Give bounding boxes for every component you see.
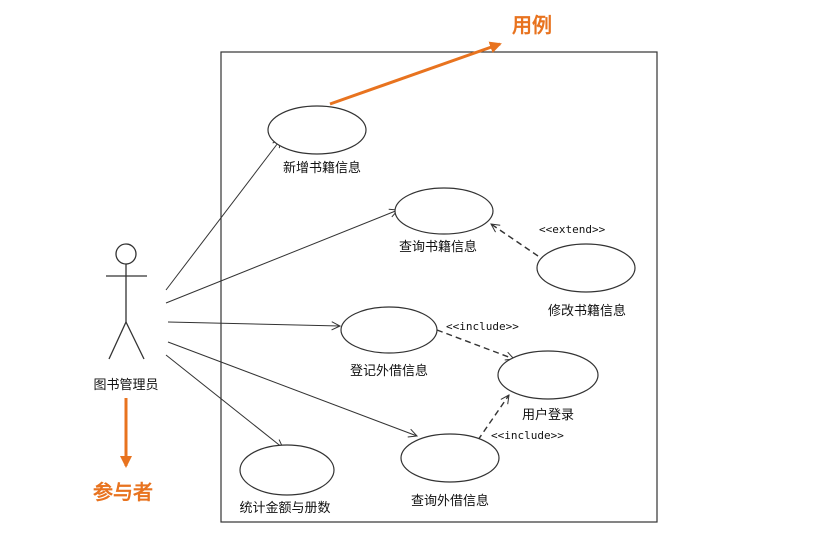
use-case-label-register-loan: 登记外借信息	[350, 363, 428, 379]
use-case-user-login	[497, 350, 599, 400]
use-case-label-query-loan: 查询外借信息	[411, 493, 489, 509]
assoc-stats	[165, 354, 283, 448]
associations	[165, 139, 417, 448]
use-case-query-book	[394, 187, 494, 235]
use-case-label-add-book: 新增书籍信息	[283, 160, 361, 176]
extend-label: <<extend>>	[539, 223, 606, 236]
use-case-modify-book	[536, 243, 636, 293]
include-label-2: <<include>>	[491, 429, 564, 442]
use-case-label-stats: 统计金额与册数	[239, 500, 330, 516]
use-case-shapes	[239, 105, 636, 496]
include-line-1	[436, 329, 514, 359]
use-case-label-user-login: 用户登录	[522, 407, 574, 423]
actor-callout-label: 参与者	[93, 480, 153, 504]
use-case-register-loan	[340, 306, 438, 354]
use-case-callout-label: 用例	[512, 13, 552, 37]
use-case-callout-arrow	[329, 41, 502, 106]
extend-line	[491, 224, 539, 257]
assoc-query-loan	[167, 341, 417, 436]
use-case-add-book	[267, 105, 367, 155]
assoc-register-loan	[167, 322, 340, 326]
use-case-query-loan	[400, 433, 500, 483]
use-case-label-query-book: 查询书籍信息	[399, 239, 477, 255]
include-label-1: <<include>>	[446, 320, 519, 333]
actor-figure	[106, 243, 147, 360]
actor-label: 图书管理员	[93, 378, 158, 393]
use-case-stats	[239, 444, 335, 496]
dependencies	[436, 224, 539, 441]
use-case-label-modify-book: 修改书籍信息	[548, 303, 626, 319]
actor-right-leg	[125, 321, 145, 360]
include-line-2	[477, 395, 509, 441]
actor-left-leg	[108, 321, 127, 360]
assoc-query-book	[165, 210, 398, 304]
assoc-add-book	[165, 139, 281, 291]
system-boundary	[220, 51, 658, 523]
actor-head	[115, 243, 137, 265]
